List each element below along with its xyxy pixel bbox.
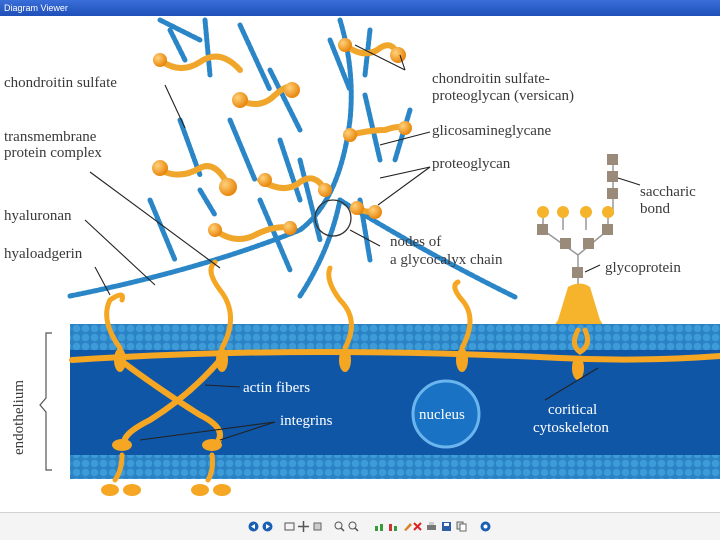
cell-membrane-top (70, 324, 720, 350)
print-icon[interactable] (426, 521, 437, 532)
label-saccharic-1: saccharic (640, 184, 696, 200)
rotate-left-icon[interactable] (374, 521, 385, 532)
label-cs-proteoglycan-1: chondroitin sulfate- (432, 71, 550, 87)
cell-membrane-bottom (70, 455, 720, 479)
label-saccharic-2: bond (640, 201, 671, 217)
label-transmembrane-1: transmembrane (4, 129, 97, 145)
label-leader-lines (84, 44, 641, 441)
help-icon[interactable] (480, 521, 491, 532)
cell-interior (70, 350, 720, 455)
label-cs-proteoglycan-2: proteoglycan (versican) (432, 88, 574, 104)
label-nucleus: nucleus (419, 407, 465, 423)
copy-icon[interactable] (456, 521, 467, 532)
rotate-right-icon[interactable] (388, 521, 399, 532)
label-hyaluronan: hyaluronan (4, 208, 72, 224)
label-chondroitin-sulfate: chondroitin sulfate (4, 75, 117, 91)
diagram-canvas: chondroitin sulfate transmembrane protei… (0, 16, 720, 510)
label-actin-fibers: actin fibers (243, 380, 310, 396)
window-title: Diagram Viewer (4, 3, 68, 13)
zoom-in-icon[interactable] (334, 521, 345, 532)
save-icon[interactable] (441, 521, 452, 532)
next-page-icon[interactable] (262, 521, 273, 532)
nucleus (411, 379, 481, 449)
label-cortical-2: cytoskeleton (533, 420, 609, 436)
fit-window-icon[interactable] (284, 521, 295, 532)
endothelium-bracket (39, 332, 52, 471)
window-title-bar: Diagram Viewer (0, 0, 720, 16)
zoom-out-icon[interactable] (348, 521, 359, 532)
viewer-toolbar (0, 512, 720, 540)
label-nodes-1: nodes of (390, 234, 441, 250)
glycoprotein-sugar-tree (537, 154, 618, 338)
label-hyaloadgerin: hyaloadgerin (4, 246, 83, 262)
label-endothelium: endothelium (11, 380, 27, 455)
first-page-icon[interactable] (248, 521, 259, 532)
glycocalyx-nodes (152, 38, 412, 237)
pan-icon[interactable] (298, 521, 309, 532)
label-cortical-1: coritical (548, 402, 597, 418)
integrins (101, 348, 584, 496)
label-glycoprotein: glycoprotein (605, 260, 681, 276)
edit-icon[interactable] (402, 521, 413, 532)
label-integrins: integrins (280, 413, 333, 429)
diagram-labels: chondroitin sulfate transmembrane protei… (4, 71, 696, 455)
label-nodes-2: a glycocalyx chain (390, 252, 503, 268)
delete-icon[interactable] (412, 521, 423, 532)
label-proteoglycan: proteoglycan (432, 156, 511, 172)
select-icon[interactable] (312, 521, 323, 532)
label-transmembrane-2: protein complex (4, 145, 102, 161)
glycocalyx-node-highlight (314, 199, 352, 237)
actin-fibers (69, 348, 720, 448)
hyaloadgerin-loops (104, 259, 591, 483)
label-glicosamineglycane: glicosamineglycane (432, 123, 551, 139)
